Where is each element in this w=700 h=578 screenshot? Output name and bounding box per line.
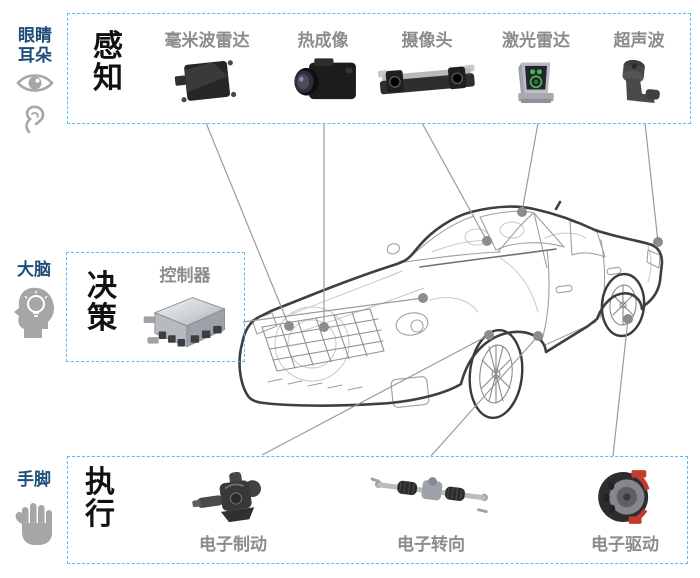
role-limbs-label: 手脚 bbox=[17, 470, 51, 489]
e-steering-item: 电子转向 bbox=[369, 467, 493, 555]
role-limbs: 手脚 bbox=[4, 470, 64, 550]
controller-image bbox=[138, 288, 232, 358]
decision-stage-label: 决策 bbox=[87, 270, 117, 336]
e-brake-image bbox=[191, 467, 275, 527]
perception-stage-label: 感知 bbox=[93, 30, 123, 96]
sensor-thermal-camera: 热成像 bbox=[265, 26, 381, 106]
mm-wave-radar-image bbox=[164, 54, 250, 106]
e-steering-image bbox=[369, 467, 493, 525]
lidar-image bbox=[505, 54, 567, 108]
sensor-lidar: 激光雷达 bbox=[478, 26, 594, 108]
execution-box: 执行 电子制动 bbox=[67, 456, 688, 564]
role-brain: 大脑 bbox=[4, 260, 64, 345]
attachment-dots bbox=[284, 207, 663, 341]
e-brake-item: 电子制动 bbox=[171, 467, 295, 555]
role-senses: 眼睛耳朵 bbox=[6, 26, 64, 140]
head-bulb-icon bbox=[11, 286, 57, 345]
camera-image bbox=[375, 54, 479, 106]
car-outline bbox=[238, 200, 664, 407]
e-drive-image bbox=[588, 467, 662, 527]
e-drive-item: 电子驱动 bbox=[563, 467, 687, 555]
eye-icon bbox=[15, 71, 55, 100]
sensor-camera: 摄像头 bbox=[369, 26, 485, 106]
leader-lines bbox=[205, 122, 659, 457]
grille bbox=[261, 308, 385, 372]
execution-stage-label: 执行 bbox=[85, 466, 115, 532]
car-wireframe bbox=[238, 200, 664, 420]
role-senses-label: 眼睛耳朵 bbox=[17, 26, 52, 66]
controller-item: 控制器 bbox=[129, 261, 241, 358]
ultrasonic-image bbox=[608, 54, 670, 106]
role-brain-label: 大脑 bbox=[17, 260, 51, 279]
decision-box: 决策 控制器 bbox=[66, 252, 245, 362]
thermal-camera-image bbox=[277, 54, 369, 106]
ear-icon bbox=[23, 105, 47, 140]
hand-icon bbox=[13, 499, 55, 550]
sensor-ultrasonic: 超声波 bbox=[581, 26, 697, 106]
perception-box: 感知 毫米波雷达 热成像 bbox=[67, 13, 691, 124]
sensor-mm-wave-radar: 毫米波雷达 bbox=[149, 26, 265, 106]
